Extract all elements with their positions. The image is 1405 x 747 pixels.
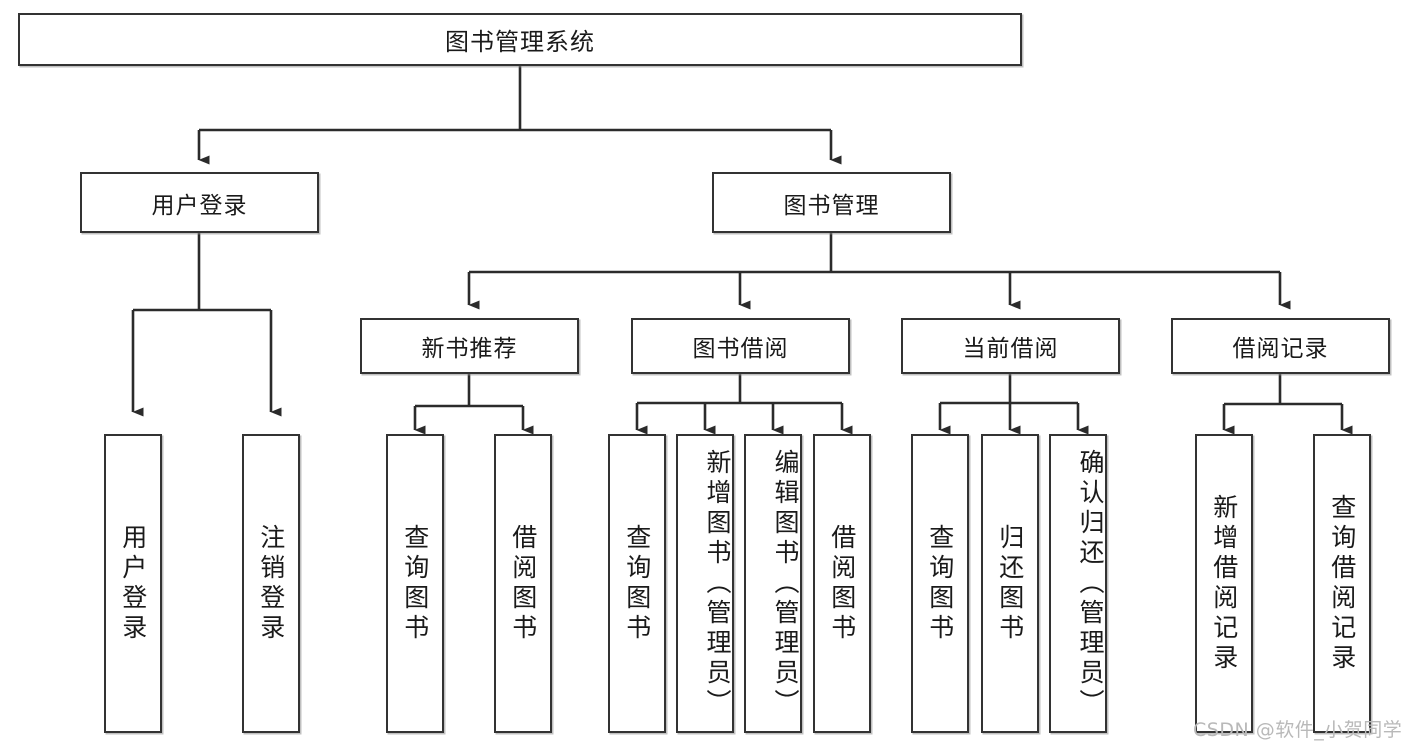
node-user-login[interactable]: 用户登录 bbox=[80, 172, 319, 233]
leaf-query-borrow-record-label: 查询借阅记录 bbox=[1327, 493, 1357, 674]
node-current-borrow-label: 当前借阅 bbox=[962, 336, 1059, 362]
leaf-query-book-borrow[interactable]: 查询图书 bbox=[608, 434, 666, 733]
node-borrow-records-label: 借阅记录 bbox=[1232, 336, 1329, 362]
node-current-borrow[interactable]: 当前借阅 bbox=[901, 318, 1120, 374]
leaf-query-book-borrow-label: 查询图书 bbox=[622, 523, 652, 644]
leaf-query-book-recommend[interactable]: 查询图书 bbox=[386, 434, 444, 733]
leaf-borrow-book[interactable]: 借阅图书 bbox=[813, 434, 871, 733]
leaf-query-borrow-record[interactable]: 查询借阅记录 bbox=[1313, 434, 1371, 733]
leaf-add-borrow-record-label: 新增借阅记录 bbox=[1209, 493, 1239, 674]
node-book-borrow-label: 图书借阅 bbox=[692, 336, 789, 362]
leaf-user-login-label: 用户登录 bbox=[118, 523, 148, 644]
leaf-return-book[interactable]: 归还图书 bbox=[981, 434, 1039, 733]
leaf-borrow-book-label: 借阅图书 bbox=[827, 523, 857, 644]
watermark: CSDN @软件_小贺同学 bbox=[1193, 719, 1403, 741]
leaf-add-book-admin[interactable]: 新增图书（管理员） bbox=[676, 434, 734, 733]
leaf-confirm-return-admin[interactable]: 确认归还（管理员） bbox=[1049, 434, 1107, 733]
leaf-user-login[interactable]: 用户登录 bbox=[104, 434, 162, 733]
leaf-query-book-current-label: 查询图书 bbox=[925, 523, 955, 644]
leaf-query-book-recommend-label: 查询图书 bbox=[400, 523, 430, 644]
node-user-login-label: 用户登录 bbox=[151, 192, 248, 219]
node-book-management[interactable]: 图书管理 bbox=[712, 172, 951, 233]
leaf-confirm-return-admin-label: 确认归还（管理员） bbox=[1076, 448, 1105, 719]
leaf-add-book-admin-label: 新增图书（管理员） bbox=[703, 448, 732, 719]
leaf-query-book-current[interactable]: 查询图书 bbox=[911, 434, 969, 733]
node-book-borrow[interactable]: 图书借阅 bbox=[631, 318, 850, 374]
node-new-book-recommend-label: 新书推荐 bbox=[421, 336, 518, 362]
node-new-book-recommend[interactable]: 新书推荐 bbox=[360, 318, 579, 374]
node-root[interactable]: 图书管理系统 bbox=[18, 13, 1022, 66]
leaf-borrow-book-recommend[interactable]: 借阅图书 bbox=[494, 434, 552, 733]
leaf-edit-book-admin-label: 编辑图书（管理员） bbox=[771, 448, 800, 719]
leaf-borrow-book-recommend-label: 借阅图书 bbox=[508, 523, 538, 644]
node-borrow-records[interactable]: 借阅记录 bbox=[1171, 318, 1390, 374]
leaf-edit-book-admin[interactable]: 编辑图书（管理员） bbox=[744, 434, 802, 733]
node-root-label: 图书管理系统 bbox=[445, 28, 595, 56]
leaf-return-book-label: 归还图书 bbox=[995, 523, 1025, 644]
node-book-management-label: 图书管理 bbox=[783, 192, 880, 219]
leaf-add-borrow-record[interactable]: 新增借阅记录 bbox=[1195, 434, 1253, 733]
leaf-logout[interactable]: 注销登录 bbox=[242, 434, 300, 733]
leaf-logout-label: 注销登录 bbox=[256, 523, 286, 644]
